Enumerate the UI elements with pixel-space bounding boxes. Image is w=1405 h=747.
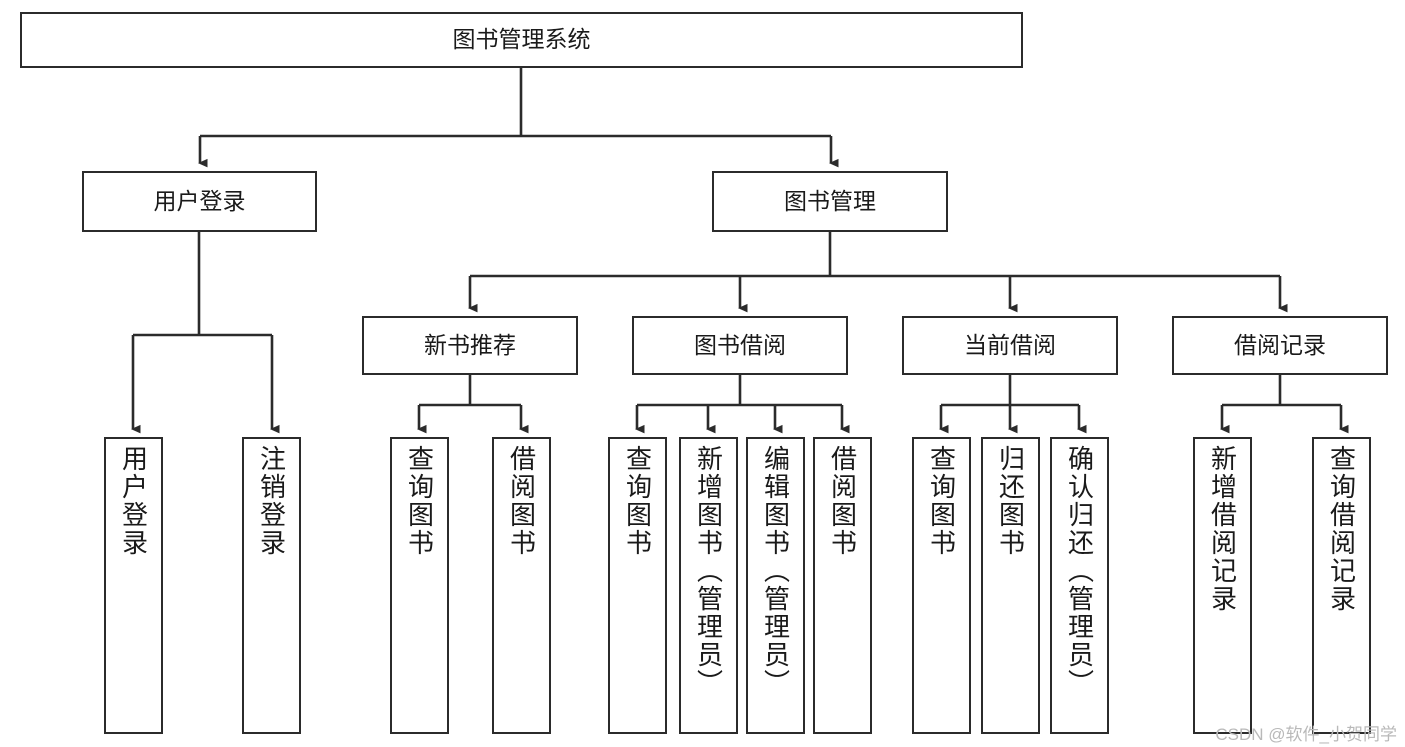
node-leaf-add-record-label: 新增借阅记录 xyxy=(1207,445,1238,613)
node-new-book-rec[interactable]: 新书推荐 xyxy=(362,316,578,375)
node-leaf-user-login-label: 用户登录 xyxy=(118,445,149,557)
node-user-login-label: 用户登录 xyxy=(153,187,246,214)
node-leaf-query-book-3-label: 查询图书 xyxy=(926,445,957,557)
node-leaf-query-book-2-label: 查询图书 xyxy=(622,445,653,557)
node-book-manage[interactable]: 图书管理 xyxy=(712,171,948,232)
node-leaf-confirm-return-label: 确认归还（管理员） xyxy=(1064,445,1095,697)
node-borrow-record[interactable]: 借阅记录 xyxy=(1172,316,1388,375)
node-leaf-query-book-1-label: 查询图书 xyxy=(404,445,435,557)
node-leaf-user-login[interactable]: 用户登录 xyxy=(104,437,163,734)
node-leaf-query-record[interactable]: 查询借阅记录 xyxy=(1312,437,1371,734)
node-new-book-rec-label: 新书推荐 xyxy=(424,331,516,358)
node-current-borrow-label: 当前借阅 xyxy=(964,331,1056,358)
node-borrow-record-label: 借阅记录 xyxy=(1234,331,1326,358)
node-leaf-add-book-label: 新增图书（管理员） xyxy=(693,445,724,697)
node-leaf-borrow-book-2-label: 借阅图书 xyxy=(827,445,858,557)
node-leaf-return-book[interactable]: 归还图书 xyxy=(981,437,1040,734)
node-book-borrow[interactable]: 图书借阅 xyxy=(632,316,848,375)
node-leaf-edit-book[interactable]: 编辑图书（管理员） xyxy=(746,437,805,734)
node-root[interactable]: 图书管理系统 xyxy=(20,12,1023,68)
node-user-login[interactable]: 用户登录 xyxy=(82,171,317,232)
node-leaf-borrow-book-2[interactable]: 借阅图书 xyxy=(813,437,872,734)
node-leaf-borrow-book-1[interactable]: 借阅图书 xyxy=(492,437,551,734)
node-root-label: 图书管理系统 xyxy=(452,26,591,53)
node-leaf-edit-book-label: 编辑图书（管理员） xyxy=(760,445,791,697)
node-leaf-confirm-return[interactable]: 确认归还（管理员） xyxy=(1050,437,1109,734)
node-book-borrow-label: 图书借阅 xyxy=(694,331,786,358)
node-leaf-query-book-3[interactable]: 查询图书 xyxy=(912,437,971,734)
node-leaf-query-record-label: 查询借阅记录 xyxy=(1326,445,1357,613)
node-leaf-logout[interactable]: 注销登录 xyxy=(242,437,301,734)
node-leaf-add-book[interactable]: 新增图书（管理员） xyxy=(679,437,738,734)
node-leaf-logout-label: 注销登录 xyxy=(256,445,287,557)
node-leaf-query-book-1[interactable]: 查询图书 xyxy=(390,437,449,734)
node-leaf-return-book-label: 归还图书 xyxy=(995,445,1026,557)
node-leaf-query-book-2[interactable]: 查询图书 xyxy=(608,437,667,734)
node-leaf-add-record[interactable]: 新增借阅记录 xyxy=(1193,437,1252,734)
node-leaf-borrow-book-1-label: 借阅图书 xyxy=(506,445,537,557)
node-book-manage-label: 图书管理 xyxy=(784,187,876,214)
node-current-borrow[interactable]: 当前借阅 xyxy=(902,316,1118,375)
